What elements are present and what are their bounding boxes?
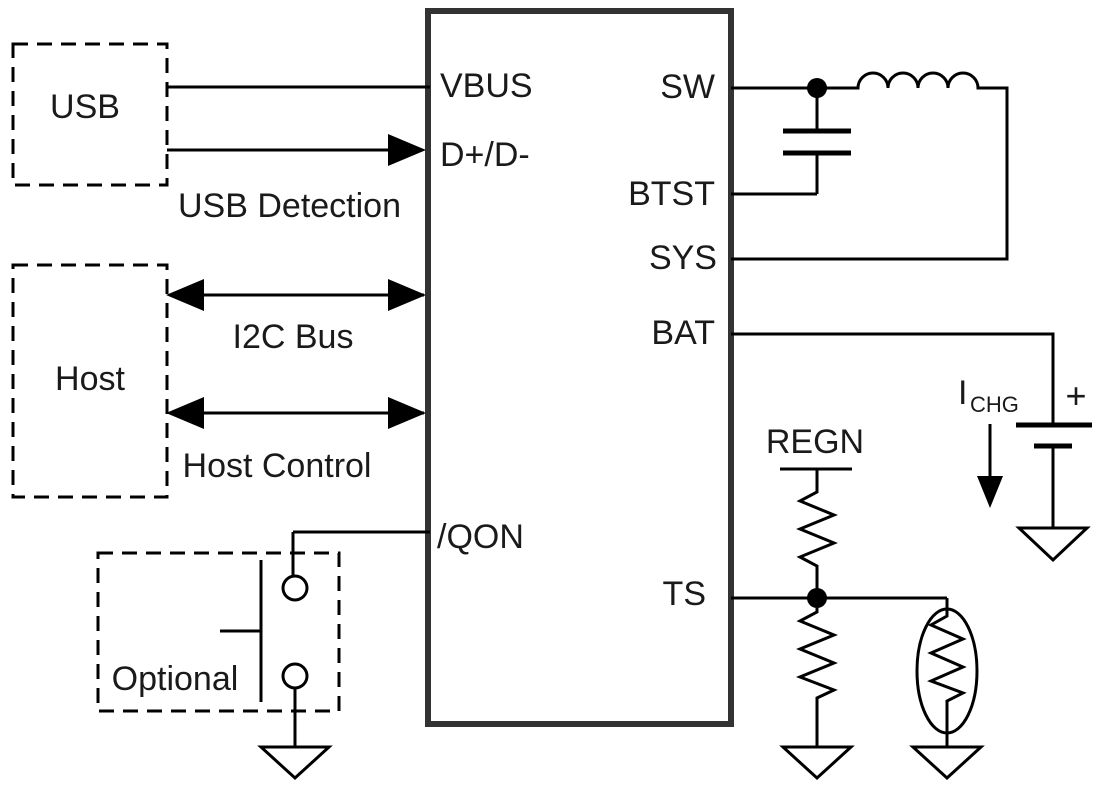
sw-inductor-sys-wire <box>731 71 1009 261</box>
host-box <box>11 263 169 499</box>
arrowhead-right-icon <box>388 397 426 429</box>
ground-icon <box>257 745 333 781</box>
i2c-bus-label: I2C Bus <box>233 318 354 356</box>
ground-icon <box>1015 526 1091 563</box>
host-box-label: Host <box>55 360 125 398</box>
regn-net-label: REGN <box>766 423 864 461</box>
ground-icon <box>779 745 855 781</box>
pin-label-btst: BTST <box>628 175 715 213</box>
pin-label-vbus: VBUS <box>440 67 533 105</box>
pin-label-dplus-dminus: D+/D- <box>440 136 530 174</box>
arrowhead-left-icon <box>166 279 204 311</box>
usb-detection-label: USB Detection <box>178 187 401 225</box>
bat-wire <box>731 332 1055 423</box>
pin-label-sys: SYS <box>649 239 717 277</box>
optional-box-label: Optional <box>112 660 239 698</box>
arrowhead-right-icon <box>388 279 426 311</box>
arrowhead-left-icon <box>166 397 204 429</box>
junction-dot <box>807 588 827 608</box>
btst-cap-wire-bottom <box>731 153 819 196</box>
switch-contact-bottom <box>281 662 309 690</box>
pin-label-ts: TS <box>663 575 706 613</box>
host-control-label: Host Control <box>183 447 372 485</box>
usb-box-label: USB <box>50 88 120 126</box>
pushbutton-actuator <box>220 560 263 702</box>
charge-current-subscript: CHG <box>970 392 1019 417</box>
pin-label-qon: /QON <box>437 518 524 556</box>
qon-wire <box>291 530 430 576</box>
pin-label-sw: SW <box>660 68 715 106</box>
charge-current-label: I <box>958 374 967 412</box>
pin-label-bat: BAT <box>651 314 715 352</box>
ic-body <box>425 8 734 727</box>
battery-plus-label: + <box>1065 375 1086 416</box>
switch-contact-top <box>281 574 309 602</box>
arrowhead-down-icon <box>977 476 1003 508</box>
usb-box <box>11 42 169 187</box>
thermistor-outline <box>915 607 979 735</box>
thermistor-element <box>927 598 967 747</box>
ground-icon <box>909 745 985 781</box>
resistor-ts-ground <box>795 608 838 747</box>
resistor-regn-ts <box>796 469 838 598</box>
optional-box <box>96 551 341 713</box>
arrowhead-right-icon <box>388 134 426 166</box>
